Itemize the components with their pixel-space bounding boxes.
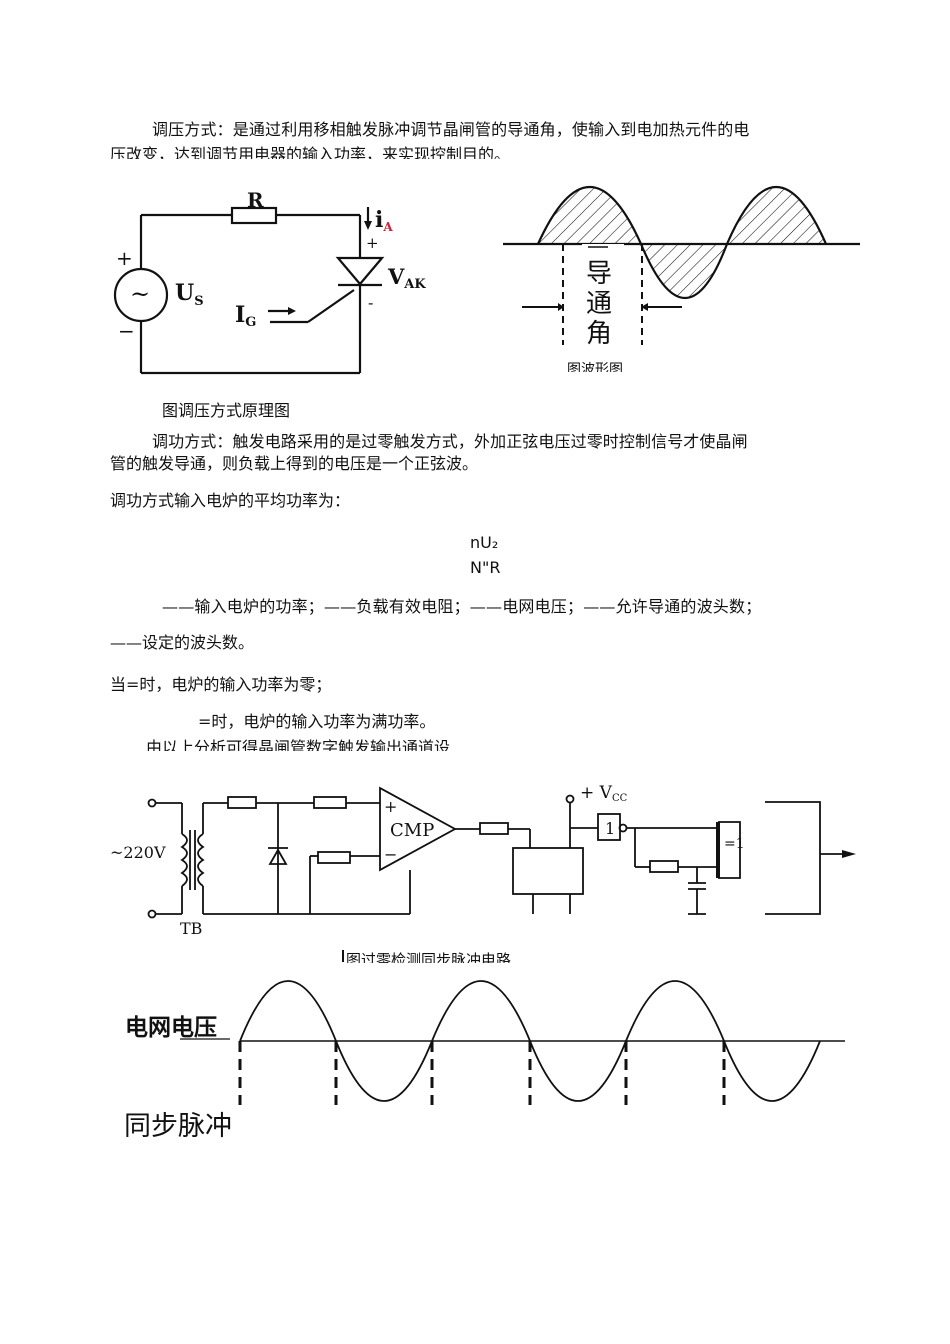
resistor-4 <box>479 822 509 835</box>
sync-pulse-label: 同步脉冲 <box>124 1111 232 1142</box>
para4-line1: ——输入电炉的功率；——负载有效电阻；——电网电压；——允许导通的波头数； <box>162 597 762 616</box>
comparator <box>379 786 457 872</box>
grid-voltage-label: 电网电压 <box>125 1014 217 1041</box>
thyristor-circuit-diagram: R iA + + − ~ US VAK - IG <box>113 188 426 375</box>
conduction-char-2: 通 <box>586 289 612 319</box>
source-label: ~220V <box>110 843 166 862</box>
vak-label: VAK <box>387 264 426 292</box>
formula-denominator: N"R <box>470 558 501 577</box>
para2-line2: 管的触发导通，则负载上得到的电压是一个正弦波。 <box>110 454 479 473</box>
gate-arrow-icon <box>288 307 296 315</box>
para1-line1: 调压方式：是通过利用移相触发脉冲调节晶闸管的导通角，使输入到电加热元件的电 <box>152 120 750 139</box>
transformer-primary <box>180 833 188 887</box>
vcc-label: + VCC <box>580 783 628 804</box>
zener-diode <box>268 848 288 865</box>
cmp-plus: + <box>384 797 397 816</box>
resistor-label: R <box>247 188 264 212</box>
sync-pulse-waveform: 电网电压 同步脉冲 <box>124 980 845 1142</box>
resistor-1 <box>227 796 257 809</box>
transformer-secondary <box>197 833 205 887</box>
resistor-3 <box>317 851 351 864</box>
source-plus: + <box>116 246 133 270</box>
conduction-char-3: 角 <box>586 319 612 349</box>
thyristor <box>335 256 385 286</box>
para4-line2: ——设定的波头数。 <box>110 633 255 652</box>
sine-wave <box>536 186 828 300</box>
logic-block <box>512 847 584 895</box>
gate-label: IG <box>235 302 256 330</box>
para7: 由以上分析可得晶闸管数字触发输出通道设 <box>146 738 451 751</box>
xor-label: =1 <box>724 836 745 852</box>
source-label: US <box>175 280 204 309</box>
source-symbol: ~ <box>130 280 150 308</box>
caption-left-mark <box>342 950 344 962</box>
zero-crossing-circuit: ~220V TB + − CMP + VCC 1 =1 <box>110 783 856 938</box>
minus-right: - <box>368 293 373 312</box>
source-minus: − <box>118 319 135 343</box>
para3: 调功方式输入电炉的平均功率为： <box>110 491 351 510</box>
para6: =时，电炉的输入功率为满功率。 <box>198 712 436 731</box>
current-arrow-icon <box>364 221 372 230</box>
conduction-waveform: 导 通 角 <box>503 186 860 375</box>
fig2-caption: 图波形图 <box>567 362 623 372</box>
cmp-minus: − <box>384 845 397 864</box>
para2-line1: 调功方式：触发电路采用的是过零触发方式，外加正弦电压过零时控制信号才使晶闸 <box>152 432 748 451</box>
output-arrow-icon <box>842 850 856 858</box>
para5: 当=时，电炉的输入功率为零； <box>110 675 332 694</box>
fig3-caption: 图过零检测同步脉冲电路 <box>346 951 512 963</box>
plus-top: + <box>366 234 379 252</box>
para1-line2: 压改变，达到调节用电器的输入功率，来实现控制目的。 <box>110 145 511 159</box>
right-arrow-icon <box>641 303 648 311</box>
inverter-label: 1 <box>605 819 615 838</box>
formula-numerator: nU₂ <box>470 533 499 552</box>
resistor-2 <box>313 796 347 809</box>
fig1-caption: 图调压方式原理图 <box>162 401 291 420</box>
current-label: iA <box>375 207 393 234</box>
xor-gate <box>718 821 741 879</box>
comparator-label: CMP <box>390 820 434 841</box>
resistor-5 <box>649 860 679 873</box>
left-arrow-icon <box>558 303 564 311</box>
transformer-label: TB <box>180 919 202 938</box>
conduction-char-1: 导 <box>586 259 612 289</box>
